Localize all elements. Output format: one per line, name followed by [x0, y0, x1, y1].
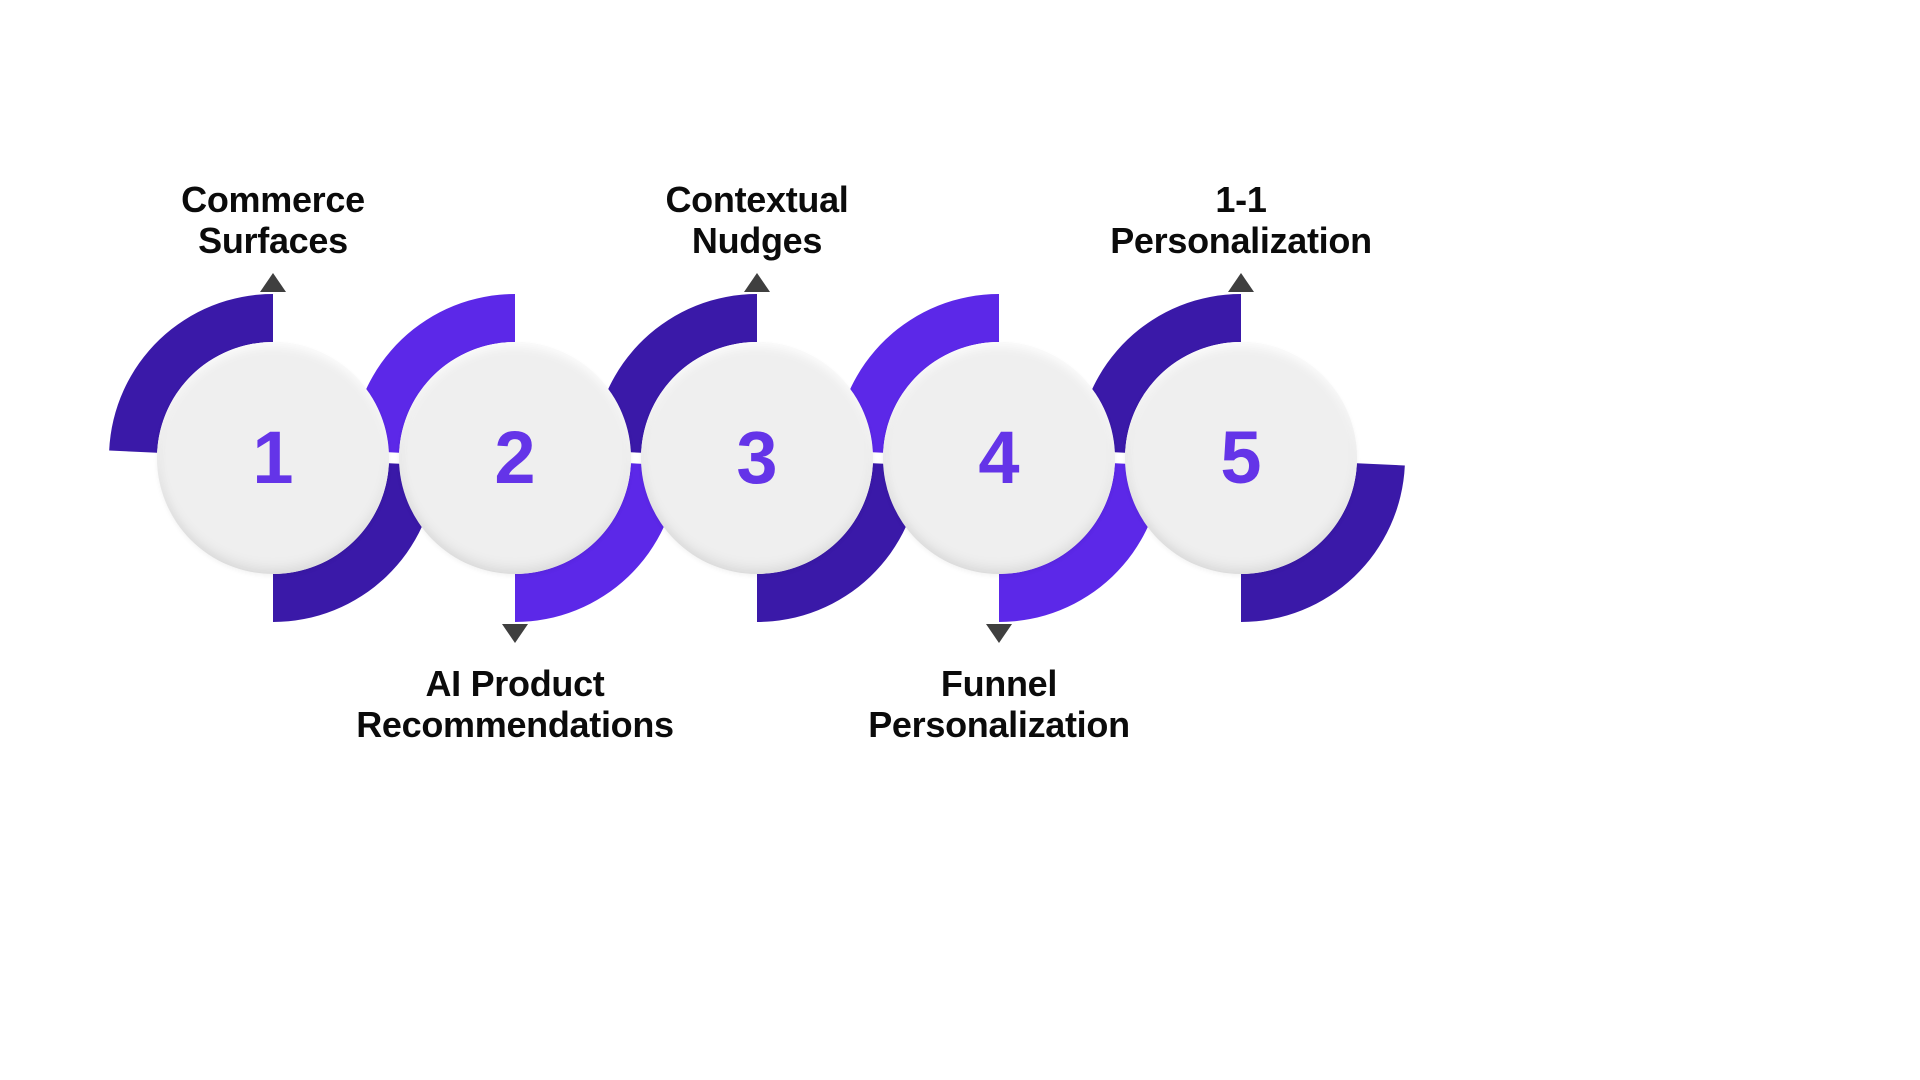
step-number-3: 3: [736, 416, 778, 499]
pointer-triangle-up-3: [744, 273, 770, 292]
step-circle-2[interactable]: 2: [399, 342, 631, 574]
arc-segment-bottom-right: [273, 463, 437, 622]
step-label-5: 1-1 Personalization: [1110, 178, 1372, 261]
step-label-4: Funnel Personalization: [868, 663, 1130, 746]
step-circle-3[interactable]: 3: [641, 342, 873, 574]
arc-segment-bottom-right: [757, 463, 921, 622]
step-arc-1: [109, 294, 437, 622]
step-circle-1[interactable]: 1: [157, 342, 389, 574]
pointer-triangle-down-2: [502, 624, 528, 643]
arc-segment-top-left: [109, 294, 273, 453]
step-number-4: 4: [978, 416, 1020, 499]
arc-segment-top-left: [1077, 294, 1241, 453]
pointer-triangle-down-4: [986, 624, 1012, 643]
step-label-3: Contextual Nudges: [665, 178, 849, 261]
arc-segment-bottom-right: [1241, 463, 1405, 622]
step-number-5: 5: [1220, 416, 1262, 499]
arc-segment-bottom-right: [515, 463, 679, 622]
arc-segment-top-left: [351, 294, 515, 453]
step-arc-4: [835, 294, 1163, 622]
pointer-triangle-up-5: [1228, 273, 1254, 292]
step-arc-2: [351, 294, 679, 622]
step-arc-5: [1077, 294, 1405, 622]
step-label-1: Commerce Surfaces: [181, 178, 365, 261]
step-circle-5[interactable]: 5: [1125, 342, 1357, 574]
pointer-triangle-up-1: [260, 273, 286, 292]
step-label-2: AI Product Recommendations: [356, 663, 674, 746]
arc-segment-top-left: [835, 294, 999, 453]
step-number-2: 2: [494, 416, 536, 499]
arc-segment-bottom-right: [999, 463, 1163, 622]
step-arc-3: [593, 294, 921, 622]
step-circle-4[interactable]: 4: [883, 342, 1115, 574]
arc-segment-top-left: [593, 294, 757, 453]
step-number-1: 1: [252, 416, 294, 499]
